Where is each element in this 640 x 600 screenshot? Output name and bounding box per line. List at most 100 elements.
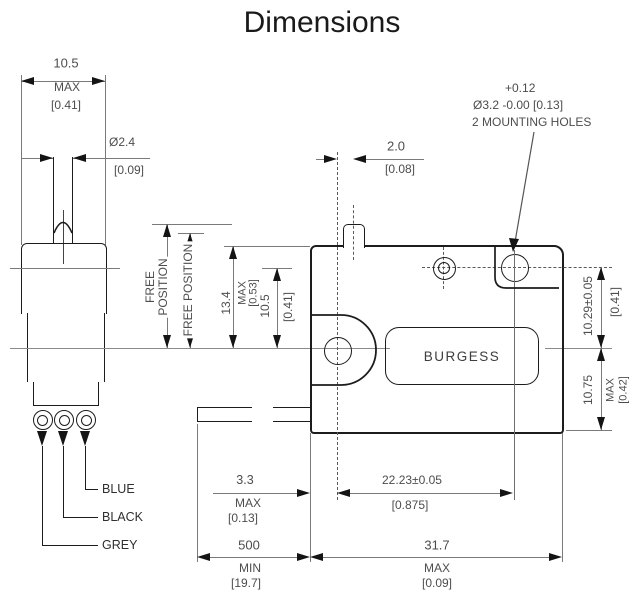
dim-centerline-to-base-value: 10.75 [581, 372, 595, 408]
dim-body-width-qualifier: MAX [423, 561, 451, 575]
wire-black [63, 446, 64, 517]
arrow-up-icon [229, 246, 237, 259]
dim-release-height-value: 10.5 [258, 292, 272, 320]
dim-lead-length-value: 500 [238, 537, 260, 553]
terminal-ring [32, 410, 53, 430]
plunger-centerline [353, 205, 354, 260]
arrow-right-icon [549, 553, 562, 561]
leader-line [85, 489, 98, 490]
dimension-line [22, 81, 105, 82]
lead-cable [273, 407, 310, 408]
dim-cap-width-inches: [0.41] [50, 98, 82, 112]
dim-release-height-inches: [0.41] [281, 289, 295, 325]
hole-centerline [337, 152, 338, 500]
mounting-note-tolerance: +0.12 [505, 81, 536, 95]
page-title: Dimensions [243, 6, 401, 39]
centerline [63, 210, 64, 264]
terminal-ring [54, 410, 74, 430]
arrow-left-icon [337, 489, 350, 497]
dim-lead-length-qualifier: MIN [239, 561, 261, 575]
dim-plunger-offset-inches: [0.08] [384, 162, 416, 176]
terminal-crimp [36, 431, 47, 446]
dimension-line [323, 557, 549, 558]
terminal-ring-hole [58, 414, 70, 426]
dim-hole-to-centerline-value: 10.29±0.05 [581, 274, 595, 338]
wire-black-label: BLACK [102, 509, 143, 524]
arrow-left-icon [73, 154, 86, 162]
mounting-note-spec: Ø3.2 -0.00 [0.13] [473, 98, 564, 112]
extension-line [21, 75, 22, 245]
mounting-hole [501, 254, 529, 282]
centerline-datum [10, 348, 390, 349]
dimension-line [350, 493, 500, 494]
dim-body-width-value: 31.7 [424, 537, 450, 553]
extension-line [562, 433, 563, 562]
dim-body-width-inches: [0.09] [421, 576, 453, 590]
dimension-line [210, 557, 297, 558]
dim-boss-offset-value: 3.3 [236, 472, 254, 487]
terminal-ring [76, 410, 96, 430]
arrow-down-icon [597, 335, 605, 348]
terminal-crimp [80, 431, 90, 446]
wire-blue [85, 446, 86, 489]
extension-line [224, 246, 310, 247]
lead-cable [197, 407, 252, 408]
arrow-up-icon [273, 268, 281, 281]
arrow-up-icon [163, 224, 171, 237]
arrow-up-icon [597, 267, 605, 280]
dim-plunger-dia-value: Ø2.4 [108, 135, 136, 149]
wire-grey [41, 446, 43, 545]
datum-line [10, 268, 120, 269]
side-view-plunger-stem [53, 157, 54, 243]
lead-cable-end [197, 407, 198, 421]
extension-line [152, 224, 232, 225]
dim-hole-pitch-inches: [0.875] [391, 498, 429, 512]
dim-lead-length-inches: [19.7] [230, 576, 262, 590]
extension-line [310, 433, 311, 562]
dim-hole-pitch-value: 22.23±0.05 [382, 473, 442, 487]
extension-line [197, 424, 198, 562]
leader-line [41, 545, 98, 546]
mounting-hole [324, 337, 352, 365]
dimension-line [213, 493, 297, 494]
dimension-line [22, 158, 53, 159]
arrow-right-icon [324, 155, 337, 163]
lead-cable [273, 421, 310, 422]
dim-cap-width-qualifier: MAX [53, 80, 81, 94]
arrow-left-icon [353, 155, 366, 163]
dimension-line [73, 158, 150, 159]
terminal-crimp [58, 431, 68, 446]
extension-line [105, 75, 106, 245]
dim-plunger-dia-inches: [0.09] [113, 163, 145, 177]
dim-hole-to-centerline-inches: [0.41] [608, 284, 622, 320]
arrow-right-icon [92, 77, 105, 85]
wire-blue-label: BLUE [102, 481, 135, 496]
arrow-up-icon [186, 233, 194, 246]
brand-plate: BURGESS [385, 327, 539, 385]
side-view-terminal-block [33, 382, 99, 406]
arrow-right-icon [40, 154, 53, 162]
arrow-left-icon [197, 553, 210, 561]
lead-cable [197, 421, 252, 422]
arrow-down-icon [229, 335, 237, 348]
mounting-note-label: 2 MOUNTING HOLES [472, 115, 592, 129]
dim-boss-offset-inches: [0.13] [227, 511, 259, 525]
front-view-plunger [343, 224, 365, 248]
arrow-down-icon [273, 335, 281, 348]
side-view-cap [21, 243, 107, 314]
centerline-datum [545, 348, 612, 349]
arrow-left-icon [21, 77, 34, 85]
dimension-line [277, 268, 278, 348]
arrow-right-icon [297, 489, 310, 497]
dim-cap-width-value: 10.5 [53, 55, 79, 71]
dimension-line [233, 246, 234, 348]
terminal-ring-hole [80, 414, 92, 426]
dimension-line [316, 159, 324, 160]
extension-line [514, 250, 515, 500]
side-view-body [27, 313, 105, 382]
dim-free-position-text: FREE POSITION [181, 241, 195, 339]
pivot-hole [432, 256, 456, 280]
dim-plunger-offset-value: 2.0 [386, 138, 406, 154]
arrow-up-icon [597, 348, 605, 361]
